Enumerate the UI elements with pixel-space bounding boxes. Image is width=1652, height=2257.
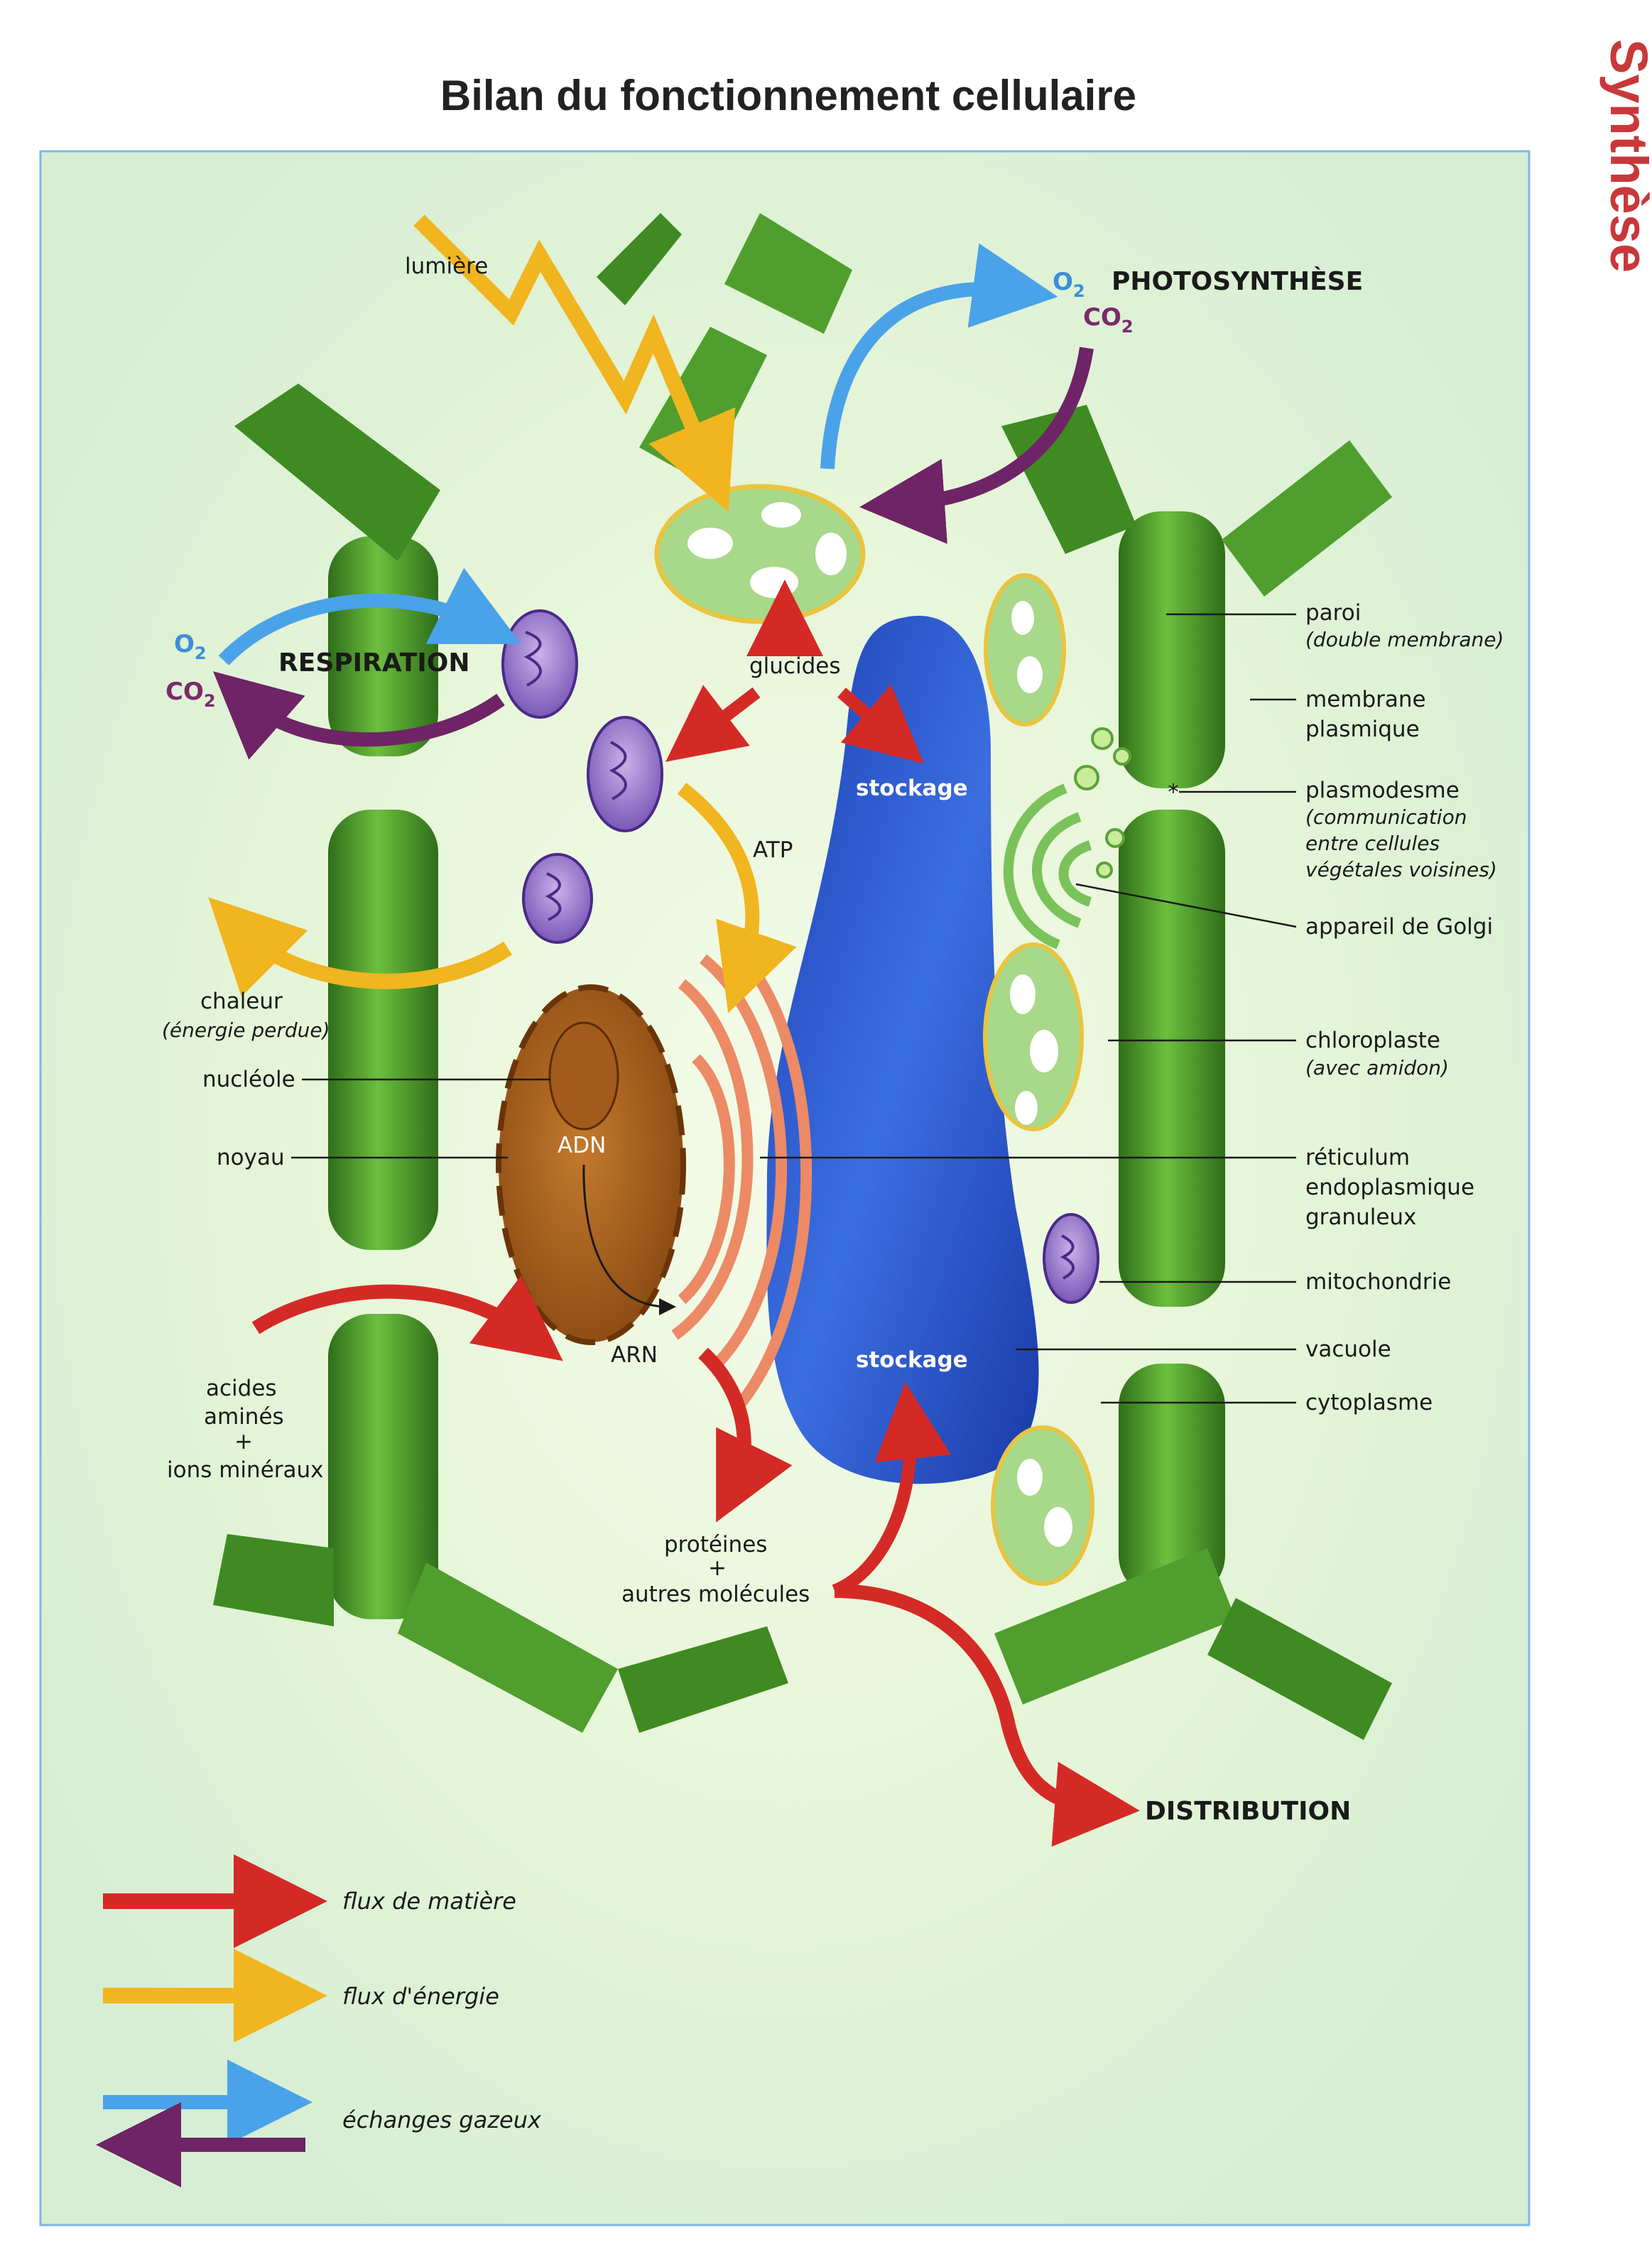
o2-label-photosynthesis: O2 <box>1053 268 1085 301</box>
legend-energy-label: flux d'énergie <box>342 1983 499 2010</box>
rna-to-proteins-arrow <box>698 1347 793 1523</box>
nucleus <box>496 984 686 1345</box>
distribution-label: DISTRIBUTION <box>1145 1797 1351 1826</box>
nucleus-label: noyau <box>217 1145 285 1170</box>
nucleolus-label: nucléole <box>202 1067 295 1092</box>
co2-label-photosynthesis: CO2 <box>1083 303 1134 337</box>
amino-acids-label-2: aminés <box>204 1404 284 1430</box>
chloroplast-label: chloroplaste <box>1305 1028 1440 1053</box>
sugars-to-mito-arrow <box>665 685 761 762</box>
heat-arrow <box>208 897 513 997</box>
plus-sign-left: + <box>234 1429 253 1454</box>
o2-arrow-photosynthesis <box>820 243 1058 469</box>
o2-arrow-respiration <box>218 567 521 665</box>
er-label-2: endoplasmique <box>1305 1175 1474 1200</box>
chloroplast-right-3 <box>991 1425 1094 1586</box>
co2-label-respiration: CO2 <box>165 678 216 711</box>
plasmodesma-note-1: (communication <box>1305 805 1467 829</box>
chloroplast-note: (avec amidon) <box>1305 1056 1449 1079</box>
chloroplast-top <box>654 484 866 624</box>
legend-matter-label: flux de matière <box>342 1888 516 1915</box>
wall-note: (double membrane) <box>1305 628 1504 651</box>
storage-top-label: stockage <box>856 776 968 801</box>
side-heading: Synthèse <box>1599 39 1652 273</box>
membrane-label-2: plasmique <box>1305 717 1420 742</box>
mitochondrion-4 <box>1043 1213 1099 1304</box>
co2-arrow-photosynthesis <box>859 347 1094 544</box>
sugars-label: glucides <box>749 653 841 679</box>
plasmodesma-note-3: végétales voisines) <box>1305 858 1497 881</box>
light-label: lumière <box>405 254 488 279</box>
chloroplast-right-1 <box>984 573 1066 727</box>
respiration-label: RESPIRATION <box>278 648 470 678</box>
heat-label: chaleur <box>200 989 283 1014</box>
storage-up-arrow <box>832 1382 952 1597</box>
leader-lines <box>291 613 1297 1404</box>
plasmodesma-note-2: entre cellules <box>1305 832 1440 855</box>
legend: flux de matière flux d'énergie échanges … <box>96 1854 542 2187</box>
er-label-1: réticulum <box>1305 1145 1410 1170</box>
distribution-arrow <box>834 1584 1140 1847</box>
er-label-3: granuleux <box>1305 1204 1416 1230</box>
photosynthesis-label: PHOTOSYNTHÈSE <box>1112 266 1363 296</box>
sugars-to-storage-arrow <box>837 684 924 764</box>
mitochondrion-2 <box>587 716 663 832</box>
rna-label: ARN <box>611 1342 658 1368</box>
vacuole <box>766 615 1039 1484</box>
storage-bottom-label: stockage <box>856 1347 968 1373</box>
mitochondrion-3 <box>522 853 593 944</box>
co2-arrow-respiration <box>212 671 505 760</box>
golgi-vesicles <box>1074 727 1131 879</box>
page-title: Bilan du fonctionnement cellulaire <box>440 72 1136 119</box>
plasmodesma-label: plasmodesme <box>1305 778 1460 803</box>
chloroplast-right-2 <box>983 942 1084 1131</box>
mitochondrion-1 <box>501 609 578 719</box>
cell-wall <box>213 213 1392 1740</box>
legend-gas-label: échanges gazeux <box>342 2106 542 2133</box>
amino-acids-arrow <box>251 1275 563 1361</box>
atp-arrow <box>677 783 797 1013</box>
o2-label-respiration: O2 <box>174 630 207 663</box>
mitochondria-label: mitochondrie <box>1305 1269 1451 1295</box>
golgi-label: appareil de Golgi <box>1305 914 1493 940</box>
amino-acids-label-1: acides <box>206 1376 277 1401</box>
minerals-label: ions minéraux <box>167 1457 324 1483</box>
dna-label: ADN <box>558 1133 606 1158</box>
other-molecules-label: autres molécules <box>621 1582 810 1607</box>
atp-label: ATP <box>753 837 793 863</box>
light-arrow <box>413 214 736 512</box>
cytoplasm-label: cytoplasme <box>1305 1390 1433 1415</box>
vacuole-label: vacuole <box>1305 1337 1391 1362</box>
golgi-apparatus <box>1003 783 1092 950</box>
membrane-label-1: membrane <box>1305 687 1426 712</box>
nucleolus <box>548 1021 619 1131</box>
plasmodesma-marker: * <box>1168 780 1179 805</box>
plus-sign-center: + <box>708 1555 727 1581</box>
proteins-label: protéines <box>664 1532 767 1557</box>
wall-label: paroi <box>1305 600 1361 626</box>
dna-to-rna-arrow <box>582 1164 676 1315</box>
heat-note: (énergie perdue) <box>162 1018 330 1042</box>
